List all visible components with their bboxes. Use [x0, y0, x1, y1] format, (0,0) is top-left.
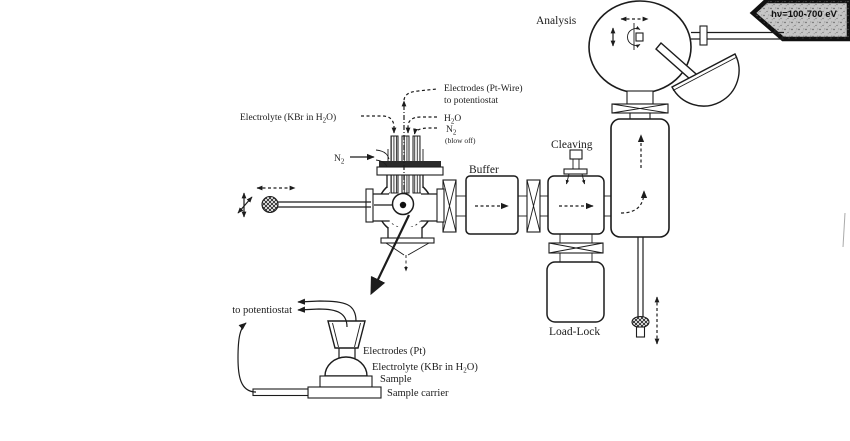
- label-electrodes-top-1: Electrodes (Pt-Wire): [444, 83, 523, 94]
- intro-chamber: [610, 90, 670, 238]
- water-feed-line: [405, 116, 437, 134]
- transfer-rod: [237, 185, 371, 218]
- cross-top-flange: [376, 166, 444, 176]
- cleaving-tool-icon: [563, 149, 588, 185]
- sample-dot: [399, 201, 407, 209]
- cross-left-flange: [365, 188, 374, 223]
- sample-block: [319, 375, 373, 388]
- load-lock-chamber: [546, 234, 605, 323]
- label-electrolyte-bottom: Electrolyte (KBr in H2O): [372, 362, 478, 375]
- analysis-chamber: [588, 0, 692, 94]
- scan-artifact: [842, 212, 846, 248]
- label-sample: Sample: [380, 374, 412, 385]
- label-nitrogen-right: N2: [446, 125, 457, 137]
- feed-lines: [350, 88, 438, 190]
- cross-bottom-flange: [380, 237, 435, 244]
- cleaving-chamber: [547, 149, 605, 235]
- label-cleaving: Cleaving: [551, 139, 593, 151]
- manipulator-axes-icon: [610, 16, 649, 50]
- drain-funnel-icon: [385, 242, 430, 272]
- buffer-chamber: [465, 175, 519, 235]
- electrolyte-droplet: [324, 356, 368, 377]
- rod-knob-icon: [632, 316, 649, 328]
- label-beam-energy: hν=100-700 eV: [771, 9, 837, 20]
- cross-chamber: [365, 135, 445, 272]
- tilt-motion-arrow: [237, 196, 253, 214]
- label-load-lock: Load-Lock: [549, 326, 600, 338]
- label-blow-off: (blow off): [445, 136, 476, 145]
- gate-valves: [440, 179, 611, 233]
- beamline-rod: [691, 25, 784, 46]
- electrolyte-feed-line: [361, 115, 397, 134]
- label-electrolyte-top: Electrolyte (KBr in H2O): [240, 112, 336, 125]
- nitrogen-feed-line: [413, 127, 437, 135]
- label-buffer: Buffer: [469, 164, 499, 176]
- label-electrodes-top-2: to potentiostat: [444, 96, 498, 106]
- electron-analyzer-icon: [655, 41, 740, 107]
- label-electrodes-bottom: Electrodes (Pt): [363, 346, 426, 357]
- tube-holder-flange: [379, 161, 441, 167]
- label-sample-carrier: Sample carrier: [387, 388, 449, 399]
- label-analysis: Analysis: [536, 15, 577, 27]
- source-speckle-overlay: [753, 1, 849, 39]
- cross-right-flange: [436, 188, 445, 223]
- electrode-wire-arrow-1: [297, 298, 357, 322]
- label-water: H2O: [444, 114, 461, 126]
- carrier-wire-arrow: [237, 322, 257, 393]
- sample-in-cross: [374, 192, 415, 216]
- contact-bar: [252, 388, 309, 397]
- electrode-wire-arrow-2: [297, 306, 348, 328]
- detail-pointer-arrow: [370, 214, 410, 296]
- beamline-flange: [699, 25, 708, 46]
- label-nitrogen-left: N2: [334, 154, 345, 166]
- rod-knob-icon: [262, 196, 278, 213]
- sample-carrier-block: [307, 386, 382, 399]
- vertical-manipulator-rod: [631, 237, 660, 345]
- synchrotron-source: hν=100-700 eV: [749, 0, 850, 42]
- transfer-turn-arrow: [620, 190, 648, 214]
- label-to-potentiostat: to potentiostat: [232, 305, 292, 316]
- cell-detail: [237, 298, 382, 399]
